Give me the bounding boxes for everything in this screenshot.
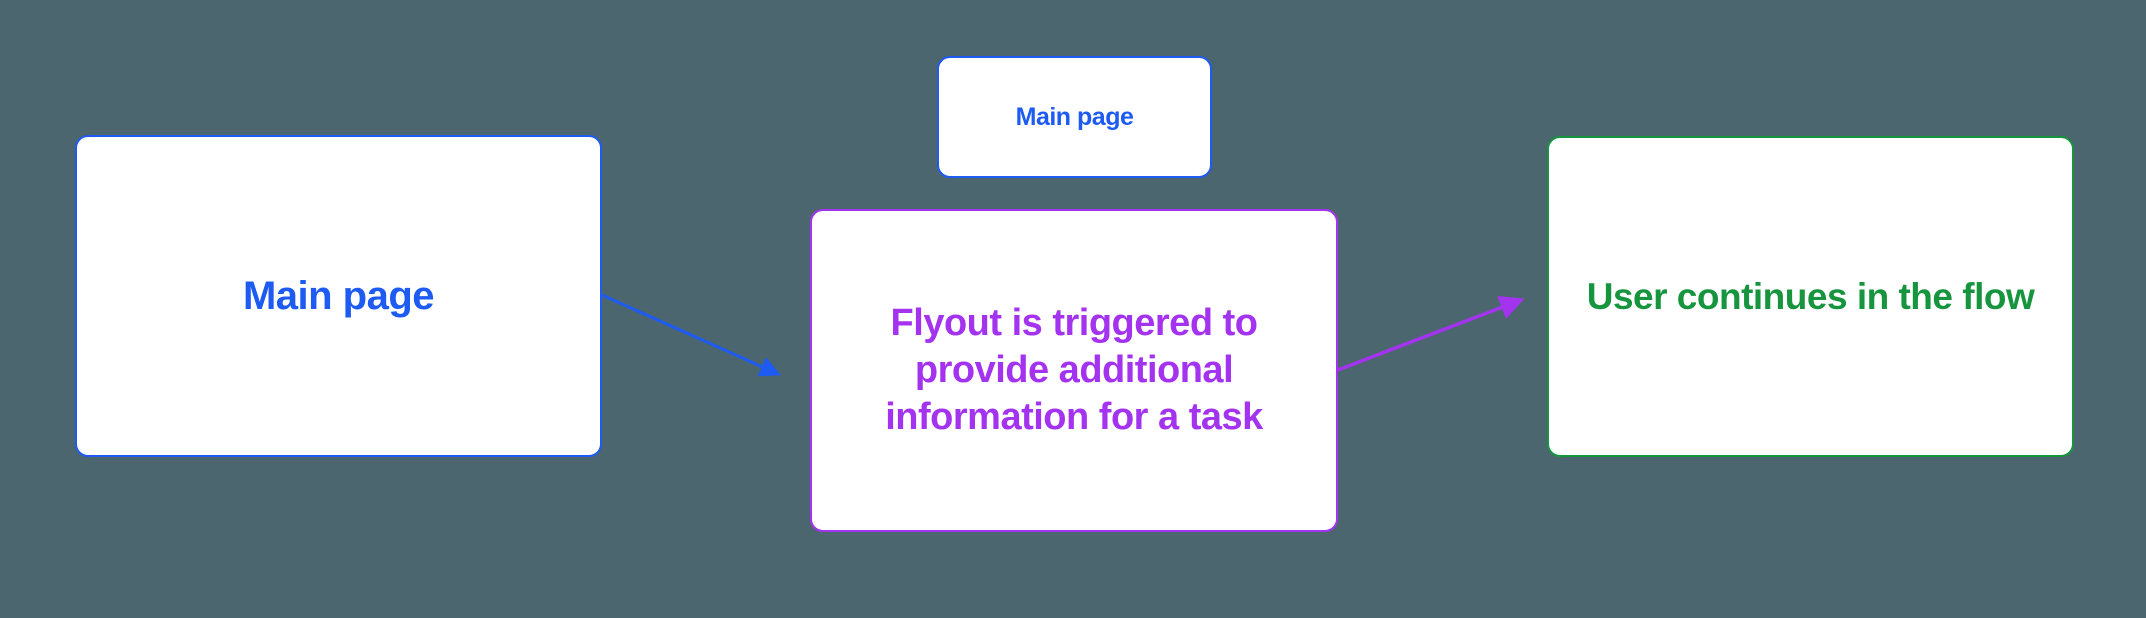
node-user-continues-label: User continues in the flow <box>1586 275 2035 317</box>
node-main-page[interactable]: Main page <box>75 135 602 457</box>
node-flyout-label-line3: information for a task <box>885 396 1263 438</box>
node-flyout-label: Flyout is triggered to provide additiona… <box>885 300 1263 441</box>
connector-main-to-flyout[interactable] <box>601 293 781 377</box>
node-main-page-mini[interactable]: Main page <box>937 56 1212 178</box>
node-flyout[interactable]: Flyout is triggered to provide additiona… <box>810 209 1338 532</box>
node-user-continues[interactable]: User continues in the flow <box>1547 136 2074 457</box>
node-flyout-label-line2: provide additional <box>914 349 1234 391</box>
connector-flyout-to-continue[interactable] <box>1337 295 1525 372</box>
node-flyout-label-line1: Flyout is triggered to <box>890 302 1258 344</box>
node-main-page-mini-label: Main page <box>1015 102 1134 131</box>
node-main-page-label: Main page <box>242 273 435 318</box>
